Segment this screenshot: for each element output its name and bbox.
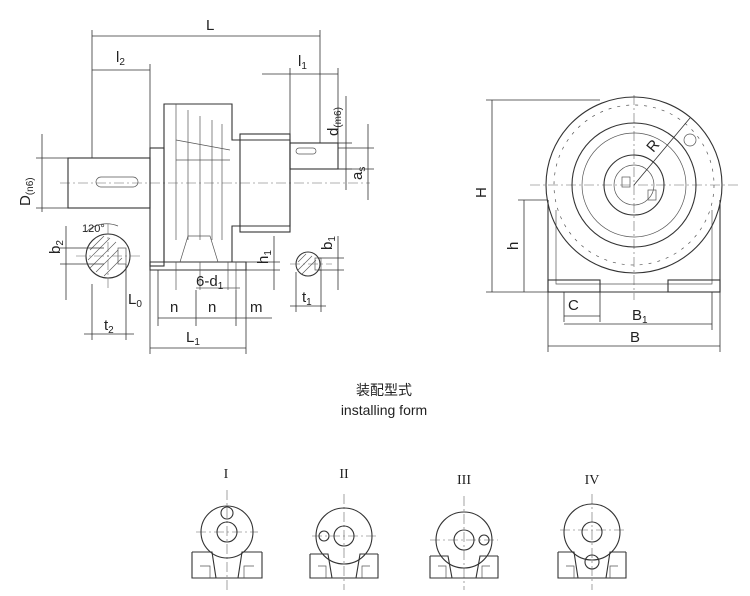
dim-l2: l2	[92, 49, 151, 148]
label-l1: l1	[298, 53, 307, 72]
label-6-d1: 6-d1	[196, 273, 224, 292]
front-inner-ring	[581, 132, 687, 238]
label-120-degrees: 120°	[82, 223, 105, 235]
front-foot-right	[667, 279, 721, 293]
label-L: L	[206, 17, 214, 34]
label-n-left: n	[170, 299, 178, 316]
cooling-fins	[175, 104, 231, 240]
dim-R	[633, 117, 691, 186]
caption-chinese: 装配型式	[356, 383, 412, 399]
input-shaft	[289, 142, 339, 170]
front-foot-left	[547, 279, 601, 293]
label-l2: l2	[116, 49, 125, 68]
dim-h1: h1	[246, 236, 280, 290]
front-hub-circle	[613, 164, 655, 206]
dim-D: D(n6)	[17, 134, 68, 212]
input-shaft-key	[295, 147, 317, 155]
mounting-form-label-II: II	[339, 467, 349, 482]
label-R: R	[643, 136, 663, 155]
front-foot-inner	[555, 210, 713, 285]
input-housing	[239, 133, 291, 233]
front-bolt-hole	[683, 133, 697, 147]
label-H: H	[473, 187, 490, 198]
dim-C: C	[563, 292, 601, 322]
label-L0: L0	[128, 291, 142, 310]
dim-L0: L0	[128, 270, 159, 326]
label-t1: t1	[302, 289, 312, 308]
label-n-right: n	[208, 299, 216, 316]
label-b1: b1	[319, 236, 338, 250]
label-D: D(n6)	[17, 177, 36, 206]
label-as: as	[349, 167, 368, 180]
label-L1: L1	[186, 329, 200, 348]
dim-h: h	[505, 199, 548, 292]
dim-b1: b1	[318, 236, 344, 290]
front-shaft-circle	[603, 154, 665, 216]
dim-L1: L1	[149, 326, 247, 354]
label-B: B	[630, 329, 640, 346]
mounting-form-III: III	[429, 473, 499, 590]
caption-english: installing form	[341, 402, 427, 418]
front-mid-circle	[571, 122, 697, 248]
dim-b2: b2	[47, 226, 104, 300]
label-C: C	[568, 297, 579, 314]
front-rib-ring	[553, 104, 715, 266]
front-outer-circle	[545, 96, 723, 274]
dim-t2: t2	[84, 264, 134, 340]
front-view: R H h C B1	[473, 95, 740, 352]
dim-n-n-m: n n m	[158, 270, 272, 326]
flange	[149, 147, 165, 267]
foot-web	[179, 235, 219, 263]
mounting-form-II: II	[309, 467, 379, 590]
label-d: d(m6)	[325, 107, 344, 136]
label-m: m	[250, 299, 263, 316]
output-shaft-section: 120°	[76, 223, 142, 290]
dim-B1: B1	[564, 292, 713, 330]
output-shaft-key	[95, 176, 139, 188]
mounting-form-label-III: III	[457, 473, 471, 488]
dim-l1: l1	[262, 53, 339, 143]
dim-as: as	[338, 124, 374, 200]
label-B1: B1	[632, 307, 648, 326]
dim-B: B	[547, 292, 721, 352]
label-b2: b2	[47, 240, 66, 254]
dim-H: H	[473, 99, 600, 293]
dim-t1: t1	[290, 270, 326, 312]
mounting-form-I: I	[191, 467, 263, 590]
front-key-right	[647, 189, 657, 201]
mounting-form-label-IV: IV	[585, 473, 600, 488]
label-t2: t2	[104, 317, 114, 336]
dim-L: L	[91, 17, 321, 158]
mounting-form-IV: IV	[557, 473, 627, 590]
label-h1: h1	[255, 250, 274, 264]
label-h: h	[505, 242, 522, 250]
front-key-left	[621, 176, 631, 188]
front-foot-housing	[547, 200, 721, 293]
side-view: L l2 l1 D(n6) d(m6)	[17, 17, 374, 354]
bolt-holes: 6-d1	[175, 262, 240, 292]
mounting-form-label-I: I	[224, 467, 229, 482]
